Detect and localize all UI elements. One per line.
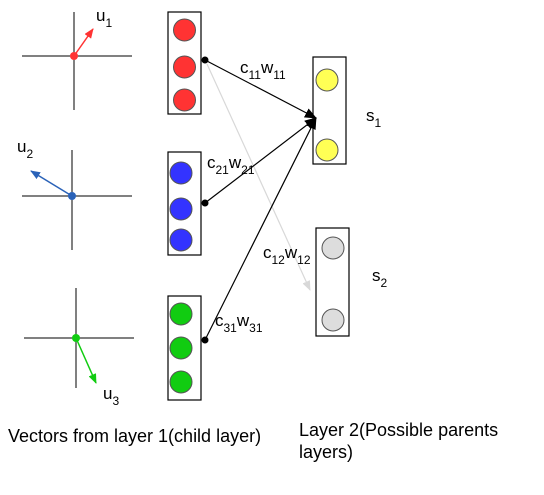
parent-capsule-1	[312, 56, 347, 165]
weight-label-c11-w11: c11w11	[240, 58, 286, 82]
connection-arrow-c31	[204, 117, 317, 341]
vector-origin-dot	[70, 52, 78, 60]
neuron	[169, 336, 193, 360]
vector-origin-dot	[72, 334, 80, 342]
child-capsule-3	[167, 295, 202, 401]
parent-label-s1: s1	[366, 106, 382, 130]
neuron	[315, 138, 339, 162]
weight-label-c21-w21: c21w21	[207, 153, 255, 177]
neuron	[169, 161, 193, 185]
neuron	[169, 228, 193, 252]
connection-arrow-c21	[204, 117, 317, 204]
parent-capsule-2	[315, 227, 350, 337]
neuron	[321, 308, 345, 332]
connection-source-dot	[201, 336, 209, 344]
vector-arrow-u2	[30, 170, 73, 197]
neuron	[169, 197, 193, 221]
parent-label-s2: s2	[372, 266, 388, 290]
neuron	[321, 236, 345, 260]
child-capsule-1	[167, 11, 202, 115]
vector-plot-3: u3	[24, 288, 134, 408]
neuron	[173, 18, 196, 42]
child-capsule-2	[167, 151, 202, 256]
vector-label-u1: u1	[96, 6, 112, 30]
neuron	[315, 68, 339, 92]
weight-label-c12-w12: c12w12	[263, 243, 311, 267]
neuron	[173, 88, 196, 112]
caption-child-layer: Vectors from layer 1(child layer)	[8, 426, 262, 446]
connection-arrow-c11	[204, 59, 317, 119]
vector-arrow-u1	[73, 28, 94, 57]
vector-arrow-u3	[75, 337, 97, 384]
vector-plot-1: u1	[22, 6, 132, 110]
connections	[201, 56, 317, 344]
vector-plot-2: u2	[17, 137, 132, 250]
connection-arrow-c12	[206, 63, 311, 291]
connection-source-dot	[201, 199, 209, 207]
neuron	[169, 302, 193, 326]
neuron	[169, 370, 193, 394]
weight-label-c31-w31: c31w31	[215, 311, 263, 335]
vector-label-u2: u2	[17, 137, 33, 161]
vector-origin-dot	[68, 192, 76, 200]
neuron	[173, 55, 196, 79]
vector-label-u3: u3	[103, 384, 119, 408]
caption-parent-layer: Layer 2(Possible parents layers)	[299, 420, 499, 462]
connection-source-dot	[201, 56, 209, 64]
